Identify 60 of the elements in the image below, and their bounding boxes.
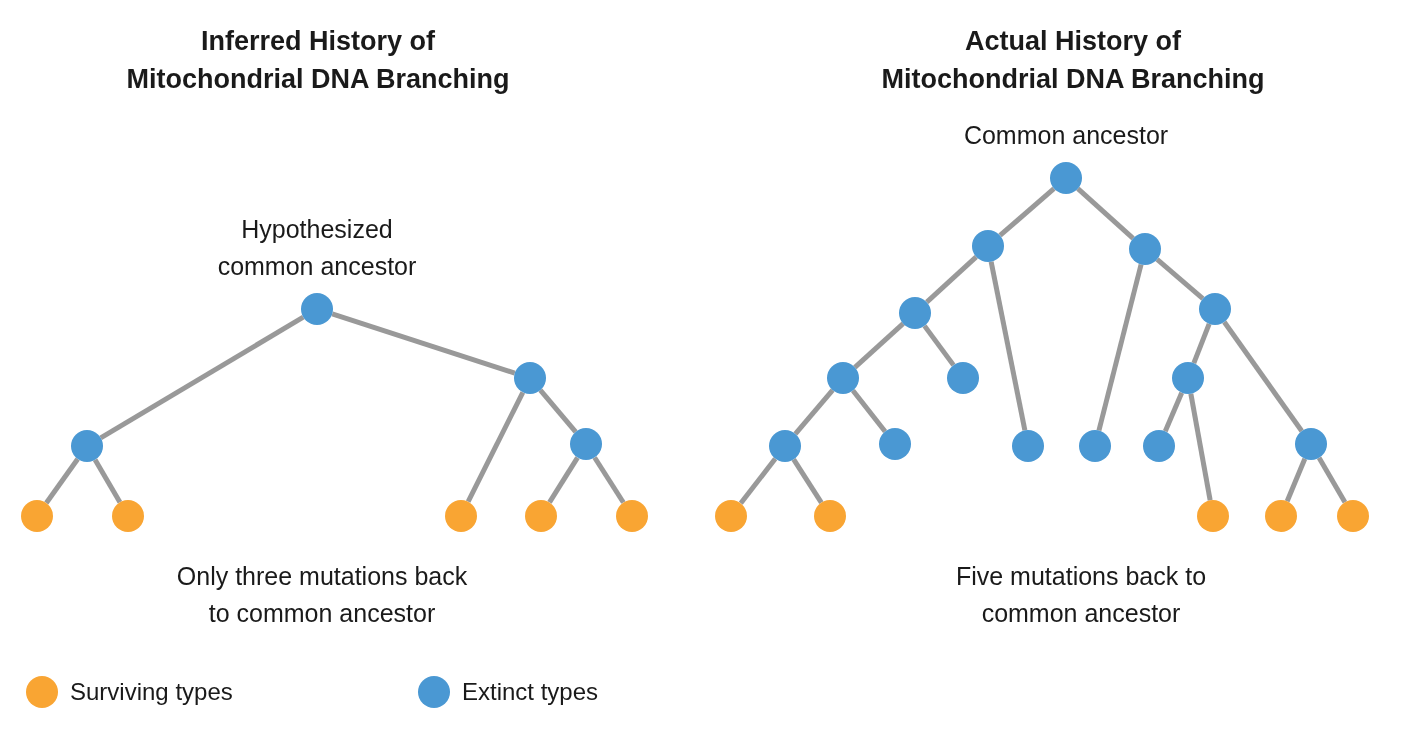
tree-node-dot <box>827 362 859 394</box>
tree-branch <box>998 186 1056 238</box>
panel-caption: Five mutations back to common ancestor <box>954 561 1208 629</box>
tree-branch <box>44 457 80 505</box>
tree-branch <box>1155 257 1205 301</box>
tree-branch <box>1316 456 1348 504</box>
legend-label: Extinct types <box>462 678 599 706</box>
tree-node-dot <box>570 428 602 460</box>
tree-node-dot <box>445 500 477 532</box>
tree-branch <box>1076 186 1135 241</box>
legend-label: Surviving types <box>70 678 233 706</box>
tree-branch <box>988 261 1028 431</box>
tree-node-dot <box>899 297 931 329</box>
tree-node-dot <box>1265 500 1297 532</box>
tree-branch <box>1222 320 1304 433</box>
tree-branch <box>92 458 123 504</box>
tree-node-dot <box>947 362 979 394</box>
tree-node-dot <box>1143 430 1175 462</box>
tree-branch <box>1191 323 1212 364</box>
tree-branch <box>465 391 526 503</box>
tree-branch <box>592 456 626 504</box>
tree-node-dot <box>1197 500 1229 532</box>
tree-branch <box>791 458 824 504</box>
tree-node-dot <box>112 500 144 532</box>
tree-node-dot <box>514 362 546 394</box>
tree-branch <box>738 457 778 505</box>
tree-node-dot <box>71 430 103 462</box>
tree-node-dot <box>814 500 846 532</box>
tree-branch <box>538 388 578 434</box>
tree-branch <box>850 389 888 433</box>
tree-node-dot <box>525 500 557 532</box>
panel-title: Actual History of Mitochondrial DNA Branching <box>880 25 1266 96</box>
tree-node-dot <box>715 500 747 532</box>
tree-node-dot <box>616 500 648 532</box>
tree-node-dot <box>1295 428 1327 460</box>
tree-branch <box>547 456 580 504</box>
tree-node-dot <box>1012 430 1044 462</box>
tree-node-dot <box>21 500 53 532</box>
tree-branch <box>331 311 516 376</box>
tree-node-dot <box>1199 293 1231 325</box>
node-label: Hypothesized common ancestor <box>217 214 417 282</box>
tree-branch <box>853 321 905 370</box>
tree-branch <box>1188 393 1213 501</box>
tree-node-dot <box>1172 362 1204 394</box>
node-label: Common ancestor <box>962 120 1170 151</box>
tree-branch <box>793 388 835 436</box>
tree-node-dot <box>879 428 911 460</box>
tree-node-dot <box>769 430 801 462</box>
tree-branch <box>1284 457 1308 503</box>
panel-title: Inferred History of Mitochondrial DNA Branching <box>125 25 511 96</box>
tree-branch <box>99 315 305 440</box>
tree-branch <box>1162 391 1185 433</box>
tree-node-dot <box>1129 233 1161 265</box>
tree-branch <box>925 254 978 305</box>
tree-node-dot <box>1079 430 1111 462</box>
tree-node-dot <box>972 230 1004 262</box>
tree-branch <box>922 324 956 367</box>
tree-node-dot <box>1337 500 1369 532</box>
panel-caption: Only three mutations back to common ancestor <box>175 561 469 629</box>
tree-branch <box>1096 263 1144 432</box>
